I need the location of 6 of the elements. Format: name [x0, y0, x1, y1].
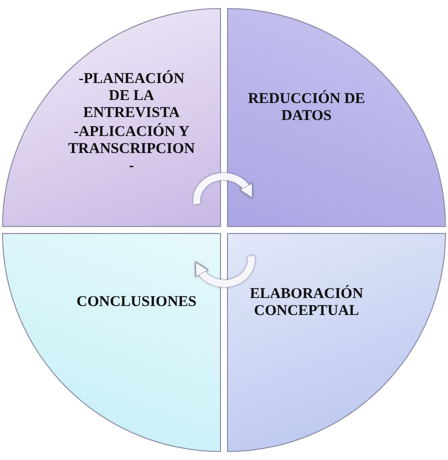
step-text: ELABORACIÓN CONCEPTUAL	[248, 286, 364, 320]
step-text: CONCLUSIONES	[76, 294, 197, 311]
step-text: -APLICACIÓN Y TRANSCRIPCION -	[67, 124, 196, 174]
step-text: -PLANEACIÓN DE LA ENTREVISTA	[78, 70, 186, 122]
step-text: REDUCCIÓN DE DATOS	[246, 90, 366, 124]
curved-arrow	[194, 256, 255, 287]
